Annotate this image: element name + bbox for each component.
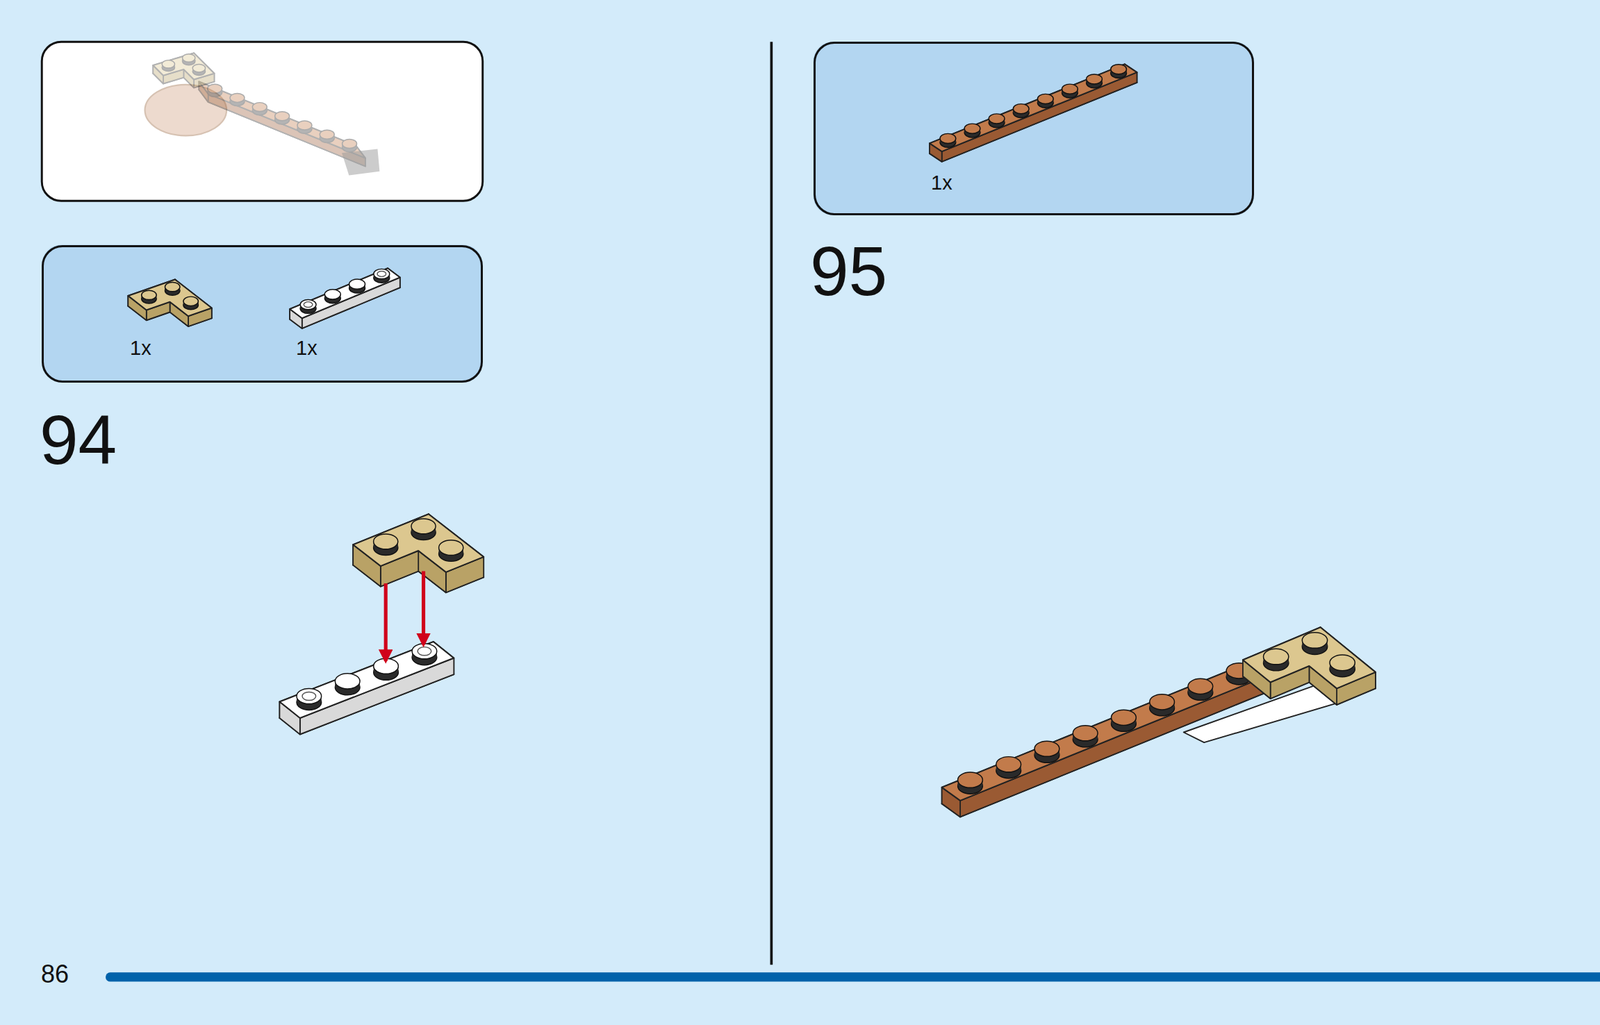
brick-drawings <box>127 52 1376 818</box>
lego-plate <box>942 662 1268 818</box>
column-divider <box>770 41 774 966</box>
brick-part <box>1263 648 1289 665</box>
lego-plate <box>198 81 365 167</box>
lego-plate <box>152 52 214 88</box>
brick-part <box>439 540 464 556</box>
brick-part <box>275 111 290 121</box>
brick-part <box>1111 710 1137 726</box>
brick-part <box>334 673 360 690</box>
lego-plate <box>1242 627 1376 706</box>
brick-part <box>1329 655 1355 672</box>
brick-part <box>1149 694 1175 711</box>
parts-box-fill <box>41 244 483 383</box>
brick-part <box>229 93 245 103</box>
brick-part <box>349 279 366 290</box>
brick-part <box>319 129 335 139</box>
brick-part <box>161 60 175 69</box>
brick-part <box>352 514 484 573</box>
assembly-arrow <box>421 571 426 645</box>
part-quantity: 1x <box>930 172 953 194</box>
assembly-arrow <box>384 583 388 662</box>
brick-part <box>942 72 1138 162</box>
lego-plate <box>352 514 484 593</box>
brick-part <box>324 289 341 300</box>
brick-part <box>942 662 1268 802</box>
brick-part <box>152 52 214 80</box>
brick-part <box>302 691 317 701</box>
brick-part <box>207 84 223 94</box>
part-quantity: 1x <box>129 338 152 359</box>
brick-part <box>208 93 366 167</box>
brick-part <box>198 81 365 158</box>
brick-part <box>1301 632 1327 649</box>
brick-part <box>411 518 436 535</box>
brick-part <box>303 302 313 308</box>
step-number: 94 <box>39 405 117 475</box>
brick-part <box>192 64 205 73</box>
brick-part <box>417 647 432 656</box>
brick-part <box>964 123 981 134</box>
lego-plate <box>127 279 212 327</box>
lego-plate <box>279 641 454 735</box>
brick-part <box>1034 741 1060 757</box>
brick-part <box>1110 64 1127 75</box>
brick-part <box>929 63 1137 152</box>
brick-part <box>145 84 228 136</box>
brick-part <box>252 102 267 112</box>
brick-part <box>164 282 180 292</box>
brick-part <box>1012 104 1029 114</box>
brick-part <box>289 268 401 319</box>
page-number: 86 <box>40 962 69 988</box>
parts-box-fill <box>813 41 1255 216</box>
brick-part <box>1062 84 1079 94</box>
brick-part <box>377 271 387 278</box>
brick-part <box>296 688 322 704</box>
brick-part <box>960 675 1268 818</box>
brick-part <box>198 89 365 167</box>
brick-part <box>373 534 399 550</box>
brick-part <box>341 148 380 176</box>
brick-part <box>939 133 956 144</box>
brick-part <box>1188 678 1214 695</box>
brick-part <box>297 120 312 130</box>
preview-box <box>41 41 483 201</box>
brick-part <box>988 113 1005 124</box>
brick-part <box>183 296 199 306</box>
part-quantity: 1x <box>295 338 318 359</box>
step-number: 95 <box>810 236 888 306</box>
parts-list-box: 1x <box>813 41 1255 216</box>
brick-part <box>1037 93 1054 104</box>
lego-plate <box>289 268 401 329</box>
brick-part <box>1072 726 1098 742</box>
brick-part <box>411 644 437 660</box>
lego-plate <box>929 63 1137 162</box>
brick-part <box>182 54 196 62</box>
brick-part <box>127 279 212 317</box>
parts-list-box: 1x 1x <box>41 245 483 383</box>
brick-part <box>958 772 984 788</box>
brick-part <box>373 268 390 279</box>
page-bar <box>110 972 1600 982</box>
brick-part <box>141 290 157 300</box>
brick-part <box>300 299 317 310</box>
brick-part <box>279 641 454 719</box>
brick-part <box>1086 74 1103 85</box>
brick-part <box>996 757 1022 773</box>
brick-part <box>342 138 358 148</box>
brick-part <box>1242 627 1376 689</box>
